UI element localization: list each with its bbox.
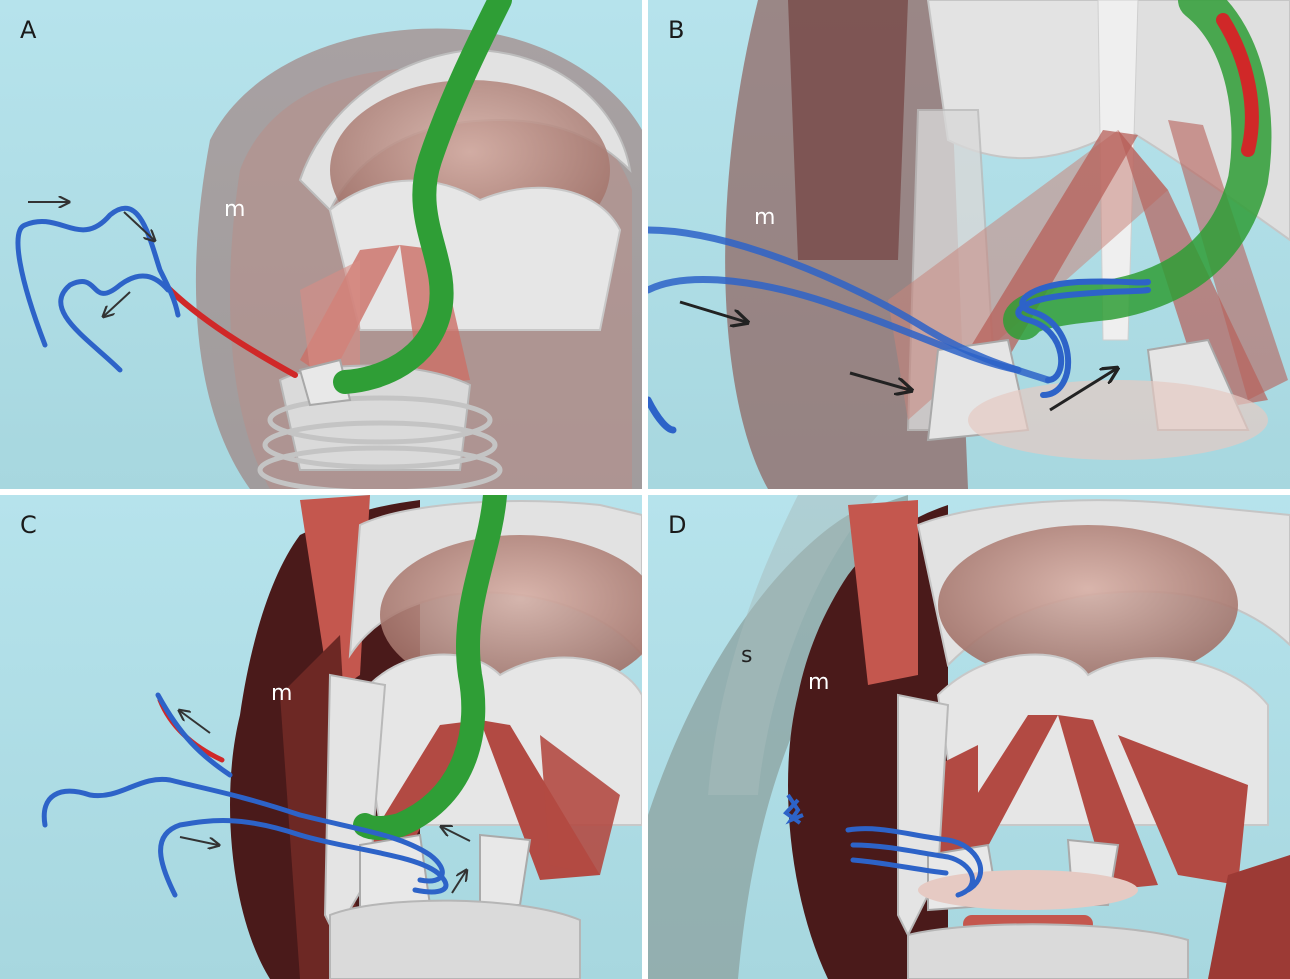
panel-c-illustration	[0, 495, 642, 979]
panel-c: C m	[0, 495, 642, 979]
panel-d-illustration	[648, 495, 1290, 979]
panel-b-illustration	[648, 0, 1290, 489]
panel-d: D s m	[648, 495, 1290, 979]
muscle-label: m	[271, 681, 292, 706]
panel-b: B m	[648, 0, 1290, 489]
panel-letter: C	[20, 511, 37, 539]
panel-letter: A	[20, 16, 36, 44]
panel-letter: D	[668, 511, 686, 539]
muscle-label: m	[224, 197, 245, 222]
muscle-label: m	[808, 670, 829, 695]
muscle-label: m	[754, 205, 775, 230]
inner-cavity	[938, 525, 1238, 685]
panel-a-illustration	[0, 0, 642, 489]
panel-letter: B	[668, 16, 684, 44]
panel-a: A m	[0, 0, 642, 489]
sheath-label: s	[741, 643, 752, 668]
